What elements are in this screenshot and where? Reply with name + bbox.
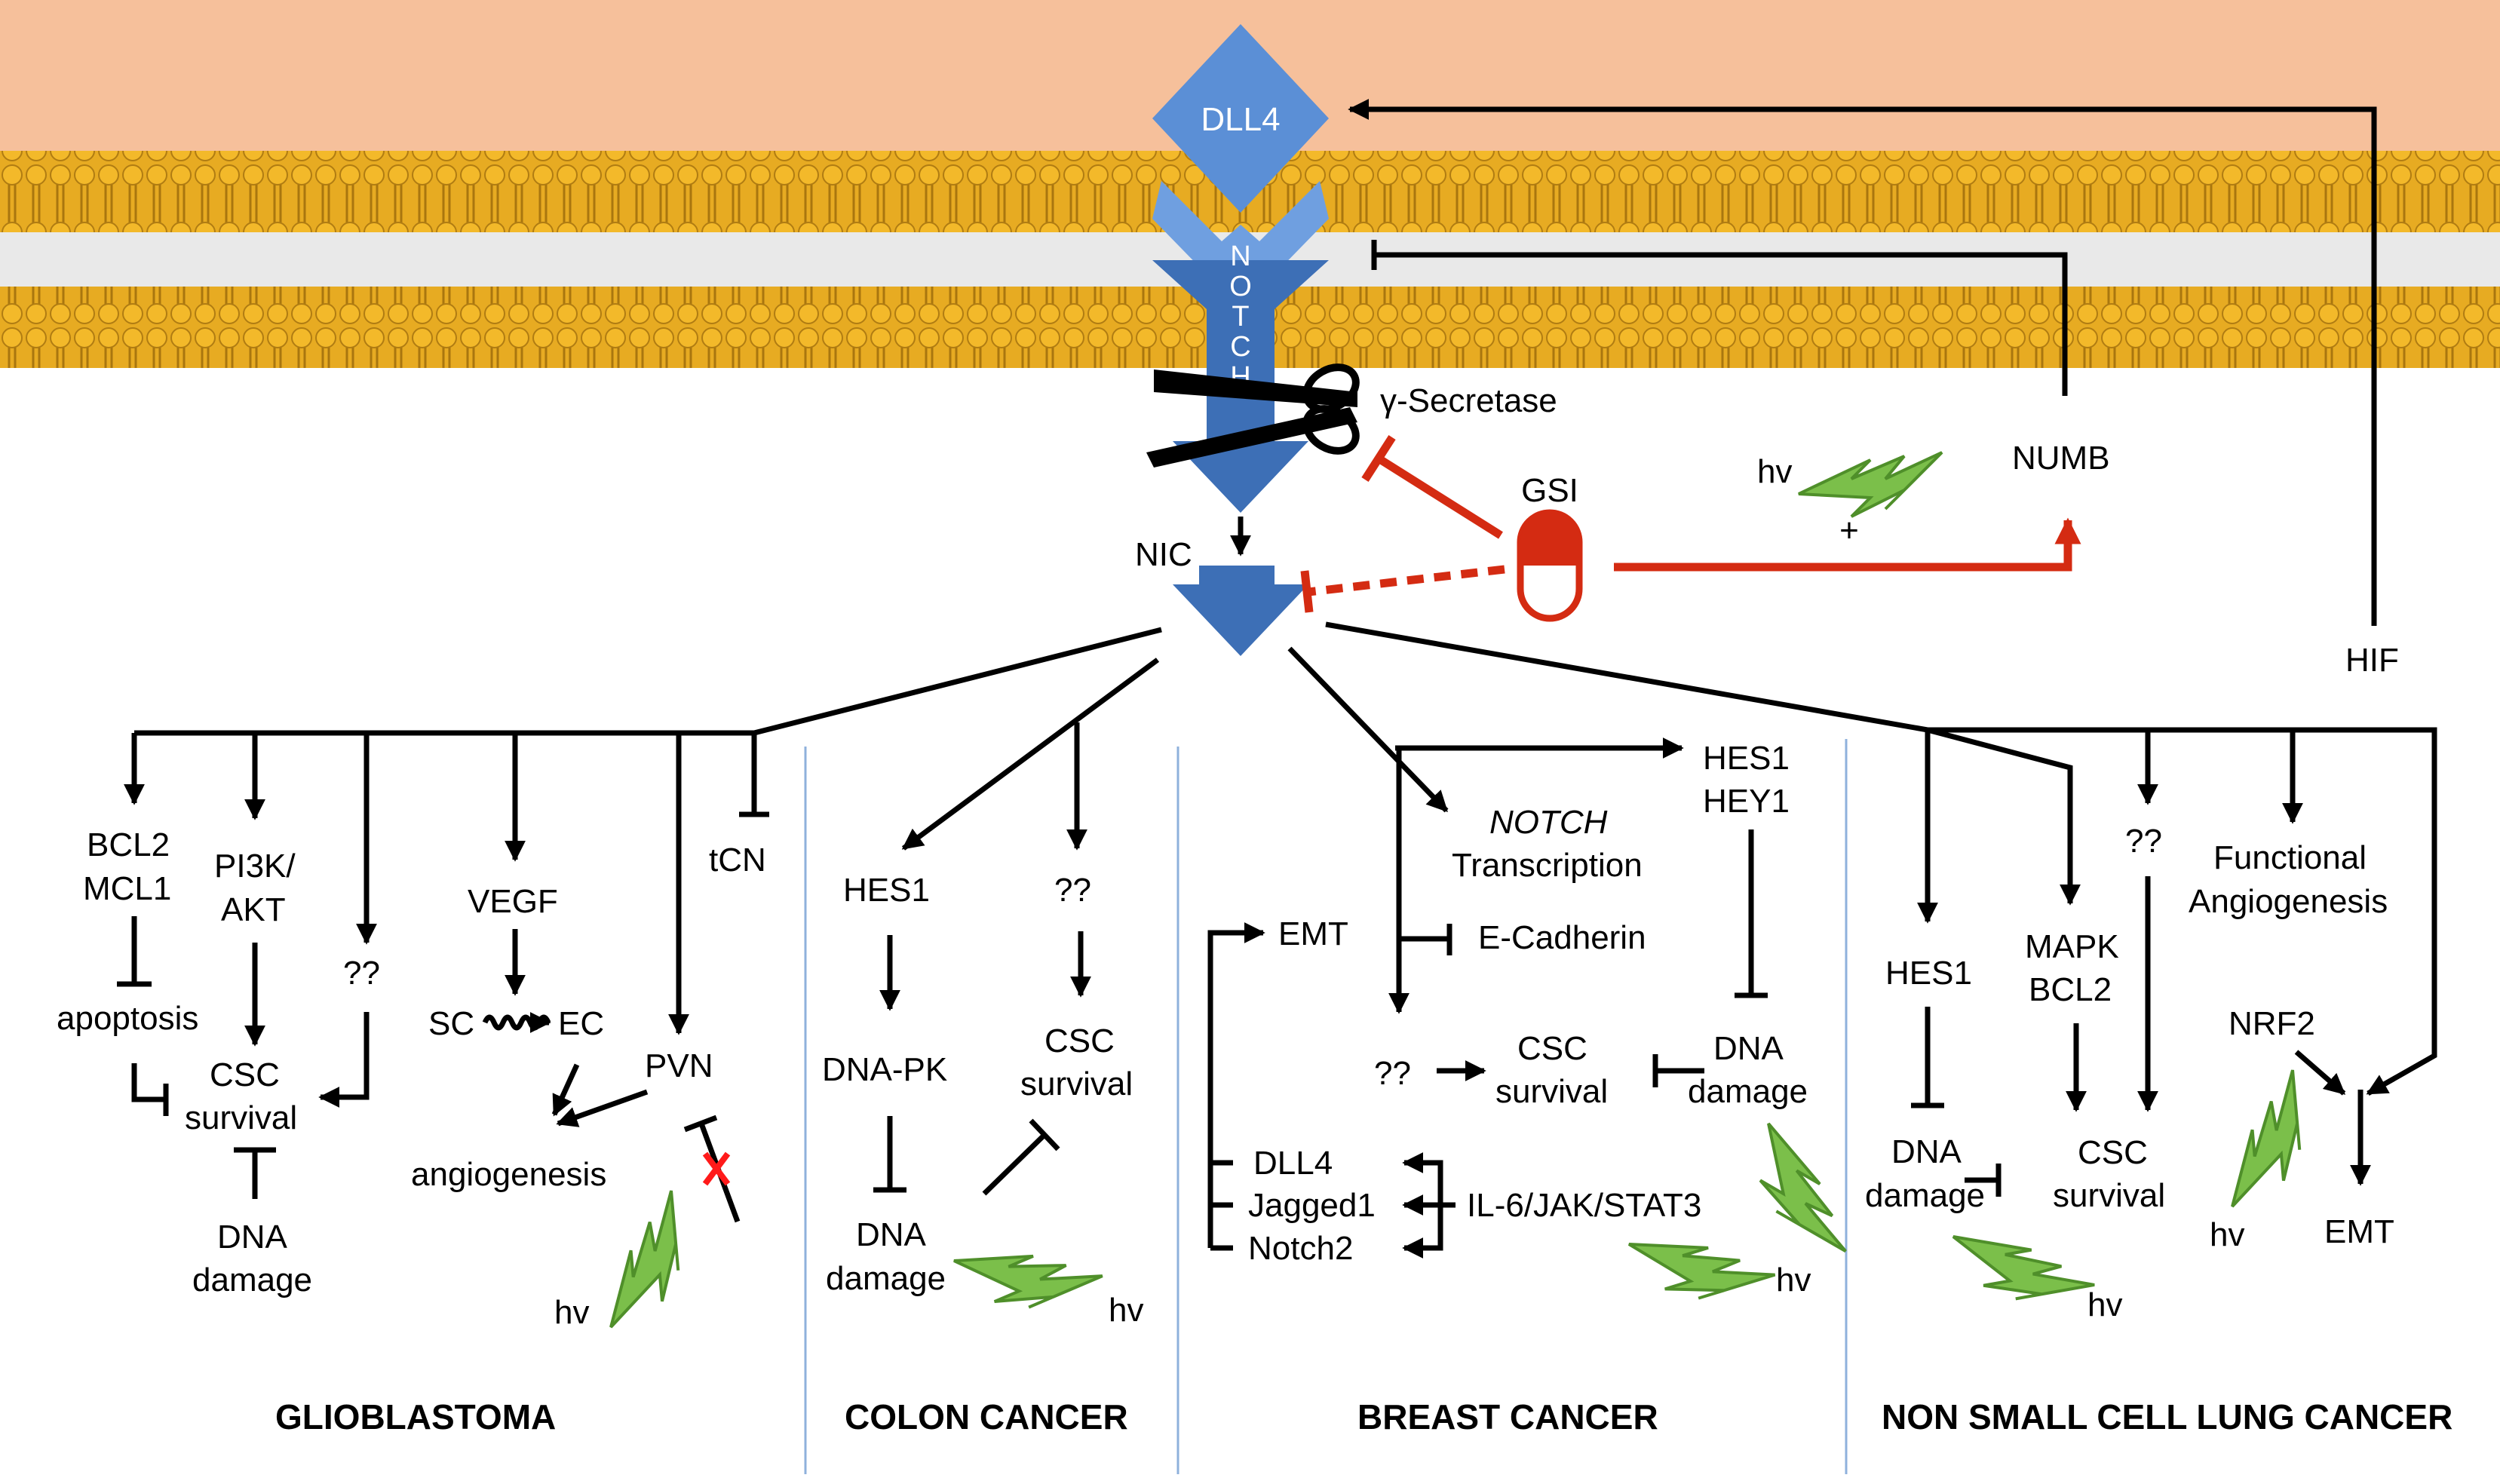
hv-label: hv [1757, 453, 1792, 490]
hv-label: hv [554, 1294, 589, 1331]
nic-shape [1173, 566, 1308, 656]
breast-section: HES1 HEY1 NOTCH Transcription E-Cadherin… [1207, 646, 1848, 1436]
mapk-label: MAPK [2025, 928, 2119, 965]
angiogenesis-label: Angiogenesis [2189, 883, 2388, 920]
apoptosis-label: apoptosis [57, 1000, 198, 1037]
notch-transcription-gene: NOTCH [1489, 804, 1608, 841]
numb-label: NUMB [2012, 440, 2110, 477]
csc-label: CSC [2078, 1134, 2148, 1171]
tcn-label: tCN [709, 842, 766, 878]
ecadherin-label: E-Cadherin [1478, 919, 1646, 956]
dll4-label: DLL4 [1201, 101, 1280, 138]
sc-label: SC [428, 1005, 474, 1042]
light-bolt-icon [577, 1189, 722, 1344]
dna-label: DNA [1891, 1133, 1962, 1170]
gamma-secretase-label: γ-Secretase [1380, 382, 1557, 419]
damage-label: damage [1865, 1177, 1985, 1214]
akt-label: AKT [221, 891, 286, 928]
unknown-label: ?? [2125, 823, 2162, 860]
transcription-label: Transcription [1452, 847, 1643, 884]
damage-label: damage [192, 1262, 312, 1298]
inhibition-bar [1300, 570, 1314, 613]
angiogenesis-label: angiogenesis [411, 1156, 606, 1193]
dll4-ligand-shape [1152, 24, 1329, 213]
gsi-label: GSI [1521, 472, 1578, 509]
hv-label: hv [1109, 1292, 1143, 1329]
pvn-label: PVN [645, 1047, 713, 1084]
csc-label: CSC [1517, 1030, 1587, 1067]
blocked-mark-icon [702, 1151, 731, 1186]
notch2-label: Notch2 [1248, 1230, 1353, 1267]
emt-label: EMT [1278, 915, 1348, 952]
notch-receptor-top [1152, 181, 1329, 309]
hv-label: hv [1776, 1262, 1811, 1298]
mcl1-label: MCL1 [83, 870, 171, 907]
notch-letter: O [1229, 271, 1252, 302]
dna-label: DNA [856, 1216, 927, 1253]
damage-label: damage [1688, 1073, 1808, 1110]
light-bolt-icon [1618, 1207, 1775, 1331]
csc-label: CSC [210, 1056, 280, 1093]
vegf-label: VEGF [468, 883, 558, 920]
numb-inhibits-notch [1374, 252, 2068, 396]
survival-label: survival [2053, 1177, 2165, 1214]
nsclc-section: HES1 DNA damage MAPK BCL2 ?? CSC surviva… [1325, 621, 2452, 1436]
gsi-activates-numb [1614, 517, 2081, 572]
emt-label: EMT [2324, 1213, 2394, 1250]
ec-label: EC [558, 1005, 604, 1042]
nic-label: NIC [1135, 536, 1192, 573]
gsi-inhibits-nic [1308, 565, 1505, 596]
damage-label: damage [826, 1260, 946, 1297]
hv-label: hv [2087, 1286, 2122, 1323]
notch-letter: C [1230, 331, 1250, 363]
survival-label: survival [185, 1099, 297, 1136]
light-bolt-icon [1797, 451, 1943, 518]
inhibition-bar [1361, 435, 1396, 482]
dll4-label: DLL4 [1253, 1145, 1333, 1182]
light-bolt-icon [1938, 1200, 2097, 1339]
pi3k-label: PI3K/ [214, 848, 296, 885]
section-title: GLIOBLASTOMA [275, 1397, 556, 1436]
dna-label: DNA [1713, 1030, 1784, 1067]
section-title: NON SMALL CELL LUNG CANCER [1882, 1397, 2452, 1436]
light-bolt-icon [2198, 1069, 2344, 1223]
light-bolt-icon [943, 1221, 1104, 1337]
survival-label: survival [1020, 1065, 1133, 1102]
unknown-label: ?? [1374, 1055, 1411, 1092]
hv-label: hv [2210, 1216, 2244, 1253]
hey1-label: HEY1 [1703, 783, 1790, 820]
dna-label: DNA [217, 1219, 288, 1256]
jagged1-label: Jagged1 [1248, 1187, 1376, 1224]
il6-label: IL-6/JAK/STAT3 [1467, 1187, 1701, 1224]
unknown-label: ?? [343, 955, 380, 992]
hes1-label: HES1 [843, 872, 930, 909]
csc-label: CSC [1044, 1023, 1115, 1059]
plus-label: + [1839, 512, 1859, 549]
survival-label: survival [1495, 1073, 1608, 1110]
hif-activates-dll4 [1348, 99, 2377, 626]
hif-label: HIF [2345, 642, 2399, 679]
colon-section: HES1 DNA-PK DNA damage ?? CSC survival h… [822, 658, 1160, 1436]
gsi-inhibits-gamma-secretase [1376, 455, 1503, 539]
functional-label: Functional [2213, 839, 2367, 876]
bcl2-label: BCL2 [2029, 971, 2112, 1008]
hes1-label: HES1 [1885, 955, 1972, 992]
gsi-pill-icon [1517, 509, 1583, 622]
notch-letter: N [1230, 241, 1250, 272]
section-title: BREAST CANCER [1357, 1397, 1658, 1436]
light-bolt-icon [1745, 1111, 1848, 1270]
dnapk-label: DNA-PK [822, 1051, 947, 1088]
bcl2-label: BCL2 [87, 826, 170, 863]
hes1-label: HES1 [1703, 740, 1790, 777]
unknown-label: ?? [1054, 872, 1091, 909]
section-title: COLON CANCER [845, 1397, 1128, 1436]
notch-letter: T [1232, 301, 1249, 333]
scissors-icon [1146, 363, 1360, 468]
nrf2-label: NRF2 [2229, 1005, 2315, 1042]
glioblastoma-section: tCN BCL2 MCL1 apoptosis PI3K/ AKT CSC su… [57, 627, 1162, 1436]
